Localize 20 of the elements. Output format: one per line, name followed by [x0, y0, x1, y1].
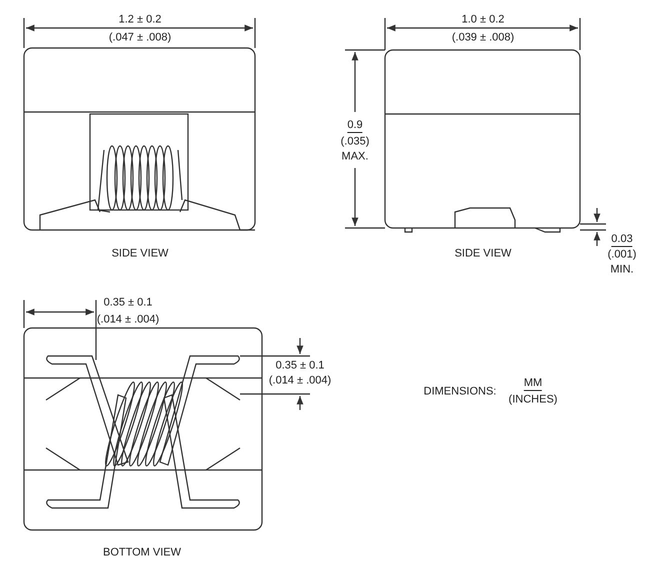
view-label: BOTTOM VIEW — [102, 546, 182, 560]
dimension-text: 1.2 ± 0.2 — [118, 14, 162, 26]
unit-text: (INCHES) — [508, 394, 558, 406]
dimension-text: 1.0 ± 0.2 — [462, 14, 504, 26]
view-label: SIDE VIEW — [454, 248, 512, 260]
dimension-text: (.014 ± .004) — [268, 374, 332, 388]
dimension-text: (.035) — [340, 136, 370, 148]
dimension-text: (.014 ± .004) — [96, 314, 160, 326]
unit-text: MM — [524, 377, 542, 391]
dimension-text: 0.9 — [347, 119, 363, 133]
dimension-text: (.047 ± .008) — [108, 32, 172, 44]
dimension-text: 0.35 ± 0.1 — [276, 360, 324, 372]
dimension-text: MIN. — [610, 264, 634, 276]
note-text: DIMENSIONS: — [424, 386, 496, 398]
dimension-text: (.001) — [608, 248, 636, 262]
view-label: SIDE VIEW — [112, 248, 168, 260]
dimension-text: 0.03 — [611, 233, 633, 247]
dimension-text: (.039 ± .008) — [452, 32, 514, 44]
dimension-text: 0.35 ± 0.1 — [104, 296, 152, 310]
dimension-text: MAX. — [342, 150, 368, 164]
